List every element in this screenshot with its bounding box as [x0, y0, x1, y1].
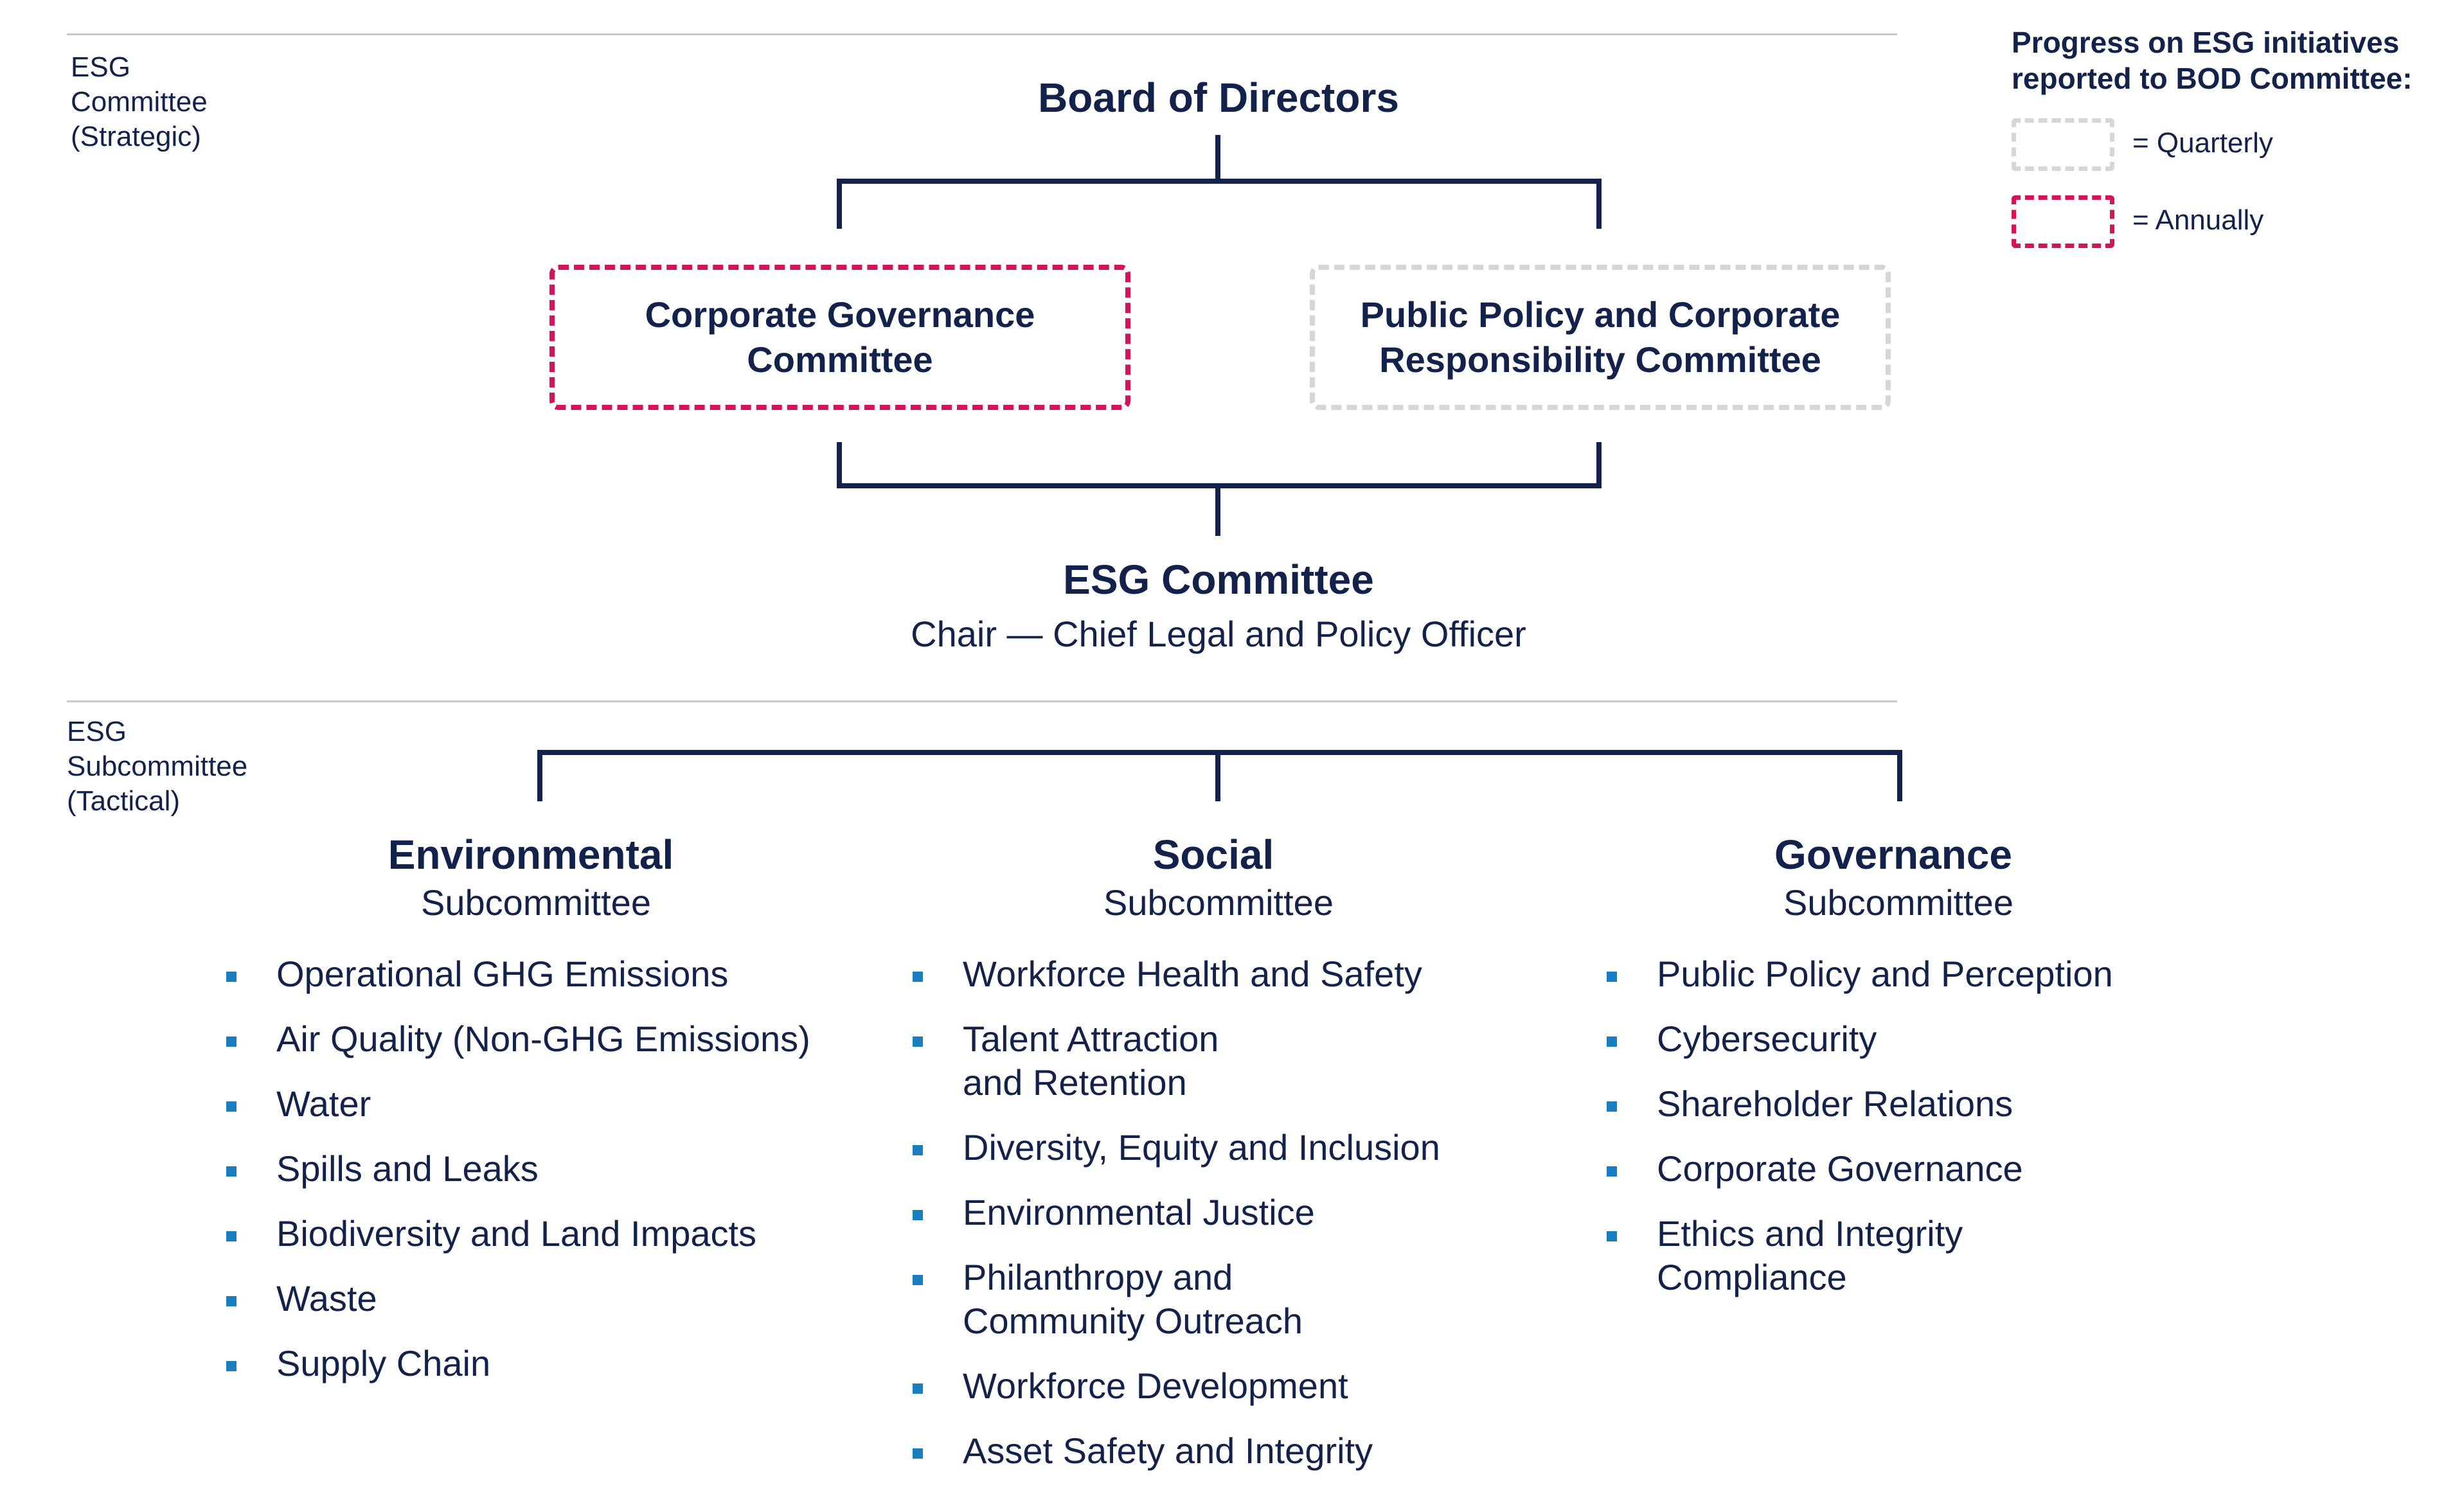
list-item-text: Shareholder Relations	[1657, 1083, 2013, 1124]
corporate-governance-committee-label: Corporate Governance Committee	[645, 294, 1035, 380]
list-item: Supply Chain	[226, 1342, 907, 1385]
legend-annually-label: = Annually	[2132, 204, 2264, 236]
square-bullet-icon	[226, 1166, 237, 1177]
list-item-text: Environmental Justice	[963, 1192, 1315, 1232]
strategic-tier-label: ESG Committee (Strategic)	[71, 51, 208, 152]
square-bullet-icon	[913, 1210, 923, 1220]
square-bullet-icon	[913, 1448, 923, 1459]
square-bullet-icon	[913, 1145, 923, 1155]
social-subtitle: Subcommittee	[1103, 882, 1334, 923]
list-item: Public Policy and Perception	[1607, 952, 2301, 996]
environmental-title: Environmental	[388, 831, 674, 878]
list-item-text: Cybersecurity	[1657, 1018, 1877, 1059]
sub-branch-gov-drop	[1897, 750, 1902, 801]
list-item-text: Air Quality (Non-GHG Emissions)	[276, 1018, 810, 1059]
merge-right-rise	[1596, 442, 1602, 488]
corporate-governance-committee-box: Corporate Governance Committee	[549, 265, 1130, 410]
list-item-text: Diversity, Equity and Inclusion	[963, 1127, 1440, 1168]
list-item-text: Philanthropy and Community Outreach	[963, 1257, 1303, 1341]
square-bullet-icon	[1607, 972, 1617, 982]
list-item: Biodiversity and Land Impacts	[226, 1212, 907, 1256]
list-item: Waste	[226, 1277, 907, 1321]
square-bullet-icon	[1607, 1036, 1617, 1047]
list-item: Cybersecurity	[1607, 1017, 2301, 1061]
square-bullet-icon	[226, 1361, 237, 1371]
square-bullet-icon	[913, 1383, 923, 1394]
list-item: Shareholder Relations	[1607, 1082, 2301, 1126]
environmental-subtitle: Subcommittee	[421, 882, 651, 923]
governance-subtitle: Subcommittee	[1783, 882, 2013, 923]
board-branch	[837, 179, 1602, 184]
list-item-text: Talent Attraction and Retention	[963, 1018, 1219, 1103]
legend-annually-swatch	[2012, 195, 2114, 248]
list-item-text: Asset Safety and Integrity	[963, 1430, 1373, 1471]
list-item: Operational GHG Emissions	[226, 952, 907, 996]
list-item-text: Waste	[276, 1278, 377, 1319]
square-bullet-icon	[913, 972, 923, 982]
square-bullet-icon	[226, 1101, 237, 1112]
list-item: Workforce Health and Safety	[913, 952, 1587, 996]
square-bullet-icon	[226, 1036, 237, 1047]
list-item: Talent Attraction and Retention	[913, 1017, 1587, 1105]
list-item: Workforce Development	[913, 1364, 1587, 1408]
list-item: Air Quality (Non-GHG Emissions)	[226, 1017, 907, 1061]
public-policy-committee-box: Public Policy and Corporate Responsibili…	[1310, 265, 1891, 410]
esg-committee-title: ESG Committee	[1063, 556, 1374, 603]
list-item: Environmental Justice	[913, 1191, 1587, 1234]
square-bullet-icon	[1607, 1101, 1617, 1112]
strategic-divider	[67, 33, 1897, 35]
list-item-text: Spills and Leaks	[276, 1148, 539, 1189]
list-item-text: Ethics and Integrity Compliance	[1657, 1213, 1963, 1297]
square-bullet-icon	[1607, 1166, 1617, 1177]
list-item-text: Public Policy and Perception	[1657, 954, 2113, 994]
list-item: Philanthropy and Community Outreach	[913, 1256, 1587, 1343]
square-bullet-icon	[913, 1036, 923, 1047]
board-branch-left-drop	[837, 179, 842, 229]
social-title: Social	[1152, 831, 1274, 878]
list-item-text: Biodiversity and Land Impacts	[276, 1213, 757, 1254]
legend-title: Progress on ESG initiatives reported to …	[2012, 26, 2413, 95]
board-stem	[1215, 135, 1220, 181]
list-item-text: Workforce Development	[963, 1365, 1348, 1406]
list-item: Spills and Leaks	[226, 1147, 907, 1191]
list-item-text: Supply Chain	[276, 1343, 491, 1383]
square-bullet-icon	[226, 1296, 237, 1306]
legend-quarterly-label: = Quarterly	[2132, 127, 2273, 159]
governance-title: Governance	[1774, 831, 2012, 878]
board-branch-right-drop	[1596, 179, 1602, 229]
list-item: Corporate Governance	[1607, 1147, 2301, 1191]
sub-branch-social-drop	[1215, 750, 1220, 801]
list-item: Water	[226, 1082, 907, 1126]
sub-branch-env-drop	[537, 750, 542, 801]
legend-quarterly-swatch	[2012, 118, 2114, 171]
list-item: Diversity, Equity and Inclusion	[913, 1126, 1587, 1169]
square-bullet-icon	[226, 972, 237, 982]
tactical-divider	[67, 700, 1897, 702]
public-policy-committee-label: Public Policy and Corporate Responsibili…	[1360, 294, 1841, 380]
list-item: Asset Safety and Integrity	[913, 1429, 1587, 1473]
list-item: Ethics and Integrity Compliance	[1607, 1212, 2301, 1299]
square-bullet-icon	[226, 1231, 237, 1241]
list-item-text: Workforce Health and Safety	[963, 954, 1422, 994]
square-bullet-icon	[1607, 1231, 1617, 1241]
list-item-text: Corporate Governance	[1657, 1148, 2023, 1189]
list-item-text: Operational GHG Emissions	[276, 954, 729, 994]
list-item-text: Water	[276, 1083, 371, 1124]
board-of-directors-title: Board of Directors	[1038, 75, 1399, 121]
merge-stem	[1215, 483, 1220, 536]
merge-left-rise	[837, 442, 842, 488]
square-bullet-icon	[913, 1275, 923, 1285]
tactical-tier-label: ESG Subcommittee (Tactical)	[67, 716, 248, 817]
esg-committee-chair: Chair — Chief Legal and Policy Officer	[911, 614, 1526, 654]
